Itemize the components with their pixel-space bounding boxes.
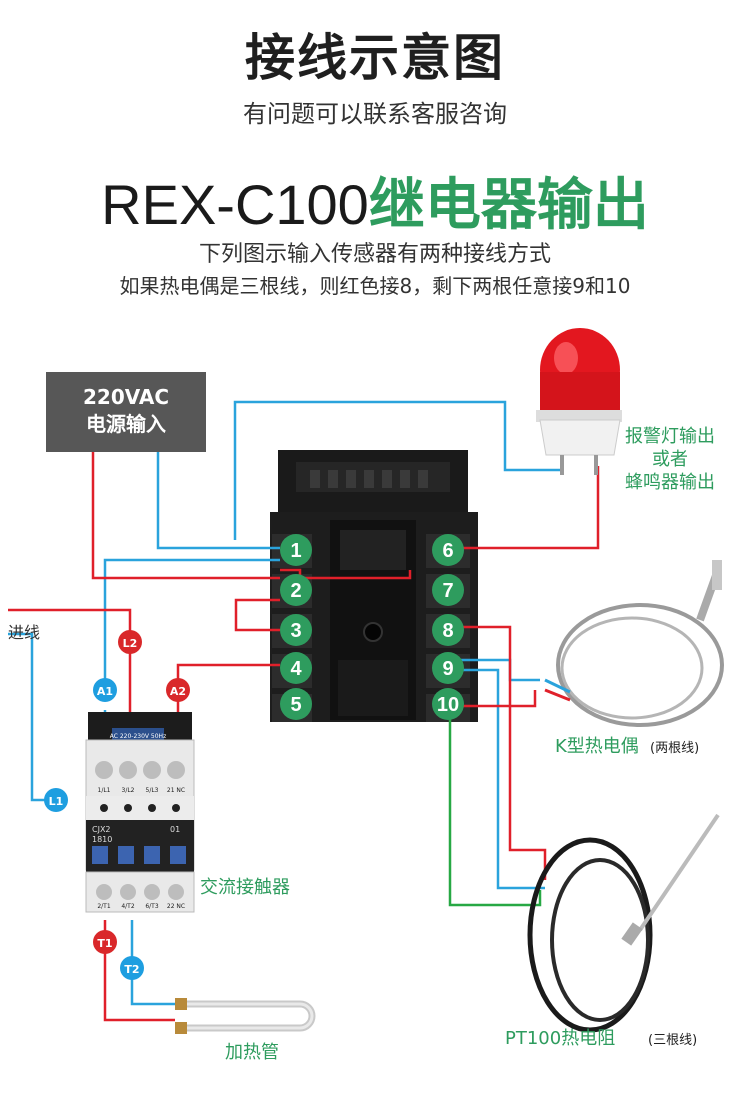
terminal-10 (432, 688, 464, 720)
contactor-terminal-1: 1/L1 (98, 787, 111, 794)
terminal-7 (432, 574, 464, 606)
alarm-label-1: 报警灯输出 (625, 426, 715, 447)
contactor-terminal-2: 3/L2 (122, 787, 135, 794)
contactor-coil-text: AC 220-230V 50Hz (110, 733, 166, 740)
thermocouple-note: (两根线) (650, 741, 699, 756)
terminal-2-label: 2 (290, 580, 301, 602)
contactor-terminal-4: 21 NC (167, 787, 185, 794)
output-mode: 继电器输出 (368, 173, 649, 238)
pt100-sensor-icon (527, 813, 720, 1033)
model-name: REX-C100 (101, 173, 369, 236)
ac-contactor: AC 220-230V 50Hz 1/L1 3/L2 5/L3 21 NC CJ… (85, 712, 195, 913)
terminal-8 (432, 614, 464, 646)
terminal-4-label: 4 (290, 658, 302, 680)
terminal-1 (280, 534, 312, 566)
badge-l2 (118, 630, 142, 654)
terminal-1-label: 1 (290, 540, 301, 562)
terminal-6-label: 6 (442, 540, 453, 562)
terminal-9-label: 9 (442, 658, 453, 680)
contactor-model-1: CJX2 (92, 825, 111, 834)
description-line-2: 如果热电偶是三根线，则红色接8，剩下两根任意接9和10 (119, 274, 631, 298)
contactor-bottom-terminal-3: 6/T3 (145, 903, 159, 910)
pt100-label: PT100热电阻 (505, 1028, 615, 1049)
terminal-4 (280, 652, 312, 684)
badge-t2 (120, 956, 144, 980)
inlet-label: 进线 (8, 623, 40, 642)
pt100-note: (三根线) (648, 1033, 697, 1048)
contactor-number: 01 (170, 825, 180, 834)
terminal-5-label: 5 (290, 694, 301, 716)
badge-a1-label: A1 (97, 685, 113, 698)
terminal-3 (280, 614, 312, 646)
thermocouple-label: K型热电偶 (555, 736, 639, 757)
contactor-terminal-3: 5/L3 (146, 787, 159, 794)
contactor-bottom-terminal-2: 4/T2 (121, 903, 135, 910)
alarm-label-3: 蜂鸣器输出 (625, 472, 715, 493)
terminal-10-label: 10 (437, 694, 459, 716)
page-subtitle: 有问题可以联系客服咨询 (243, 100, 507, 128)
green-wire (448, 712, 542, 907)
model-heading: REX-C100继电器输出 (0, 160, 750, 241)
badge-set: A1 A2 L2 L1 T1 T2 (44, 630, 190, 980)
badge-l1 (44, 788, 68, 812)
badge-t1-label: T1 (97, 937, 112, 950)
badge-a1 (93, 678, 117, 702)
contactor-model-2: 1810 (92, 835, 112, 844)
terminal-6 (432, 534, 464, 566)
badge-a2-label: A2 (170, 685, 186, 698)
terminal-set: 1 2 3 4 5 6 7 8 9 10 (280, 534, 464, 720)
power-input-box: 220VAC 电源输入 (46, 372, 206, 452)
heater-tube-icon (175, 998, 316, 1034)
alarm-lamp-icon (536, 328, 622, 475)
terminal-3-label: 3 (290, 620, 301, 642)
description-line-1: 下列图示输入传感器有两种接线方式 (198, 242, 551, 267)
contactor-label: 交流接触器 (200, 877, 290, 898)
power-label: 电源输入 (86, 412, 166, 436)
badge-t1 (93, 930, 117, 954)
terminal-8-label: 8 (442, 620, 453, 642)
badge-l1-label: L1 (49, 795, 64, 808)
contactor-bottom-terminal-1: 2/T1 (97, 903, 111, 910)
badge-t2-label: T2 (124, 963, 139, 976)
thermocouple-icon (544, 560, 724, 727)
terminal-5 (280, 688, 312, 720)
terminal-9 (432, 652, 464, 684)
badge-a2 (166, 678, 190, 702)
alarm-label-2: 或者 (652, 449, 688, 470)
power-voltage: 220VAC (82, 385, 170, 409)
contactor-bottom-terminal-4: 22 NC (167, 903, 185, 910)
page-title: 接线示意图 (245, 29, 505, 87)
terminal-7-label: 7 (442, 580, 453, 602)
badge-l2-label: L2 (123, 637, 138, 650)
terminal-2 (280, 574, 312, 606)
heater-label: 加热管 (225, 1042, 279, 1063)
